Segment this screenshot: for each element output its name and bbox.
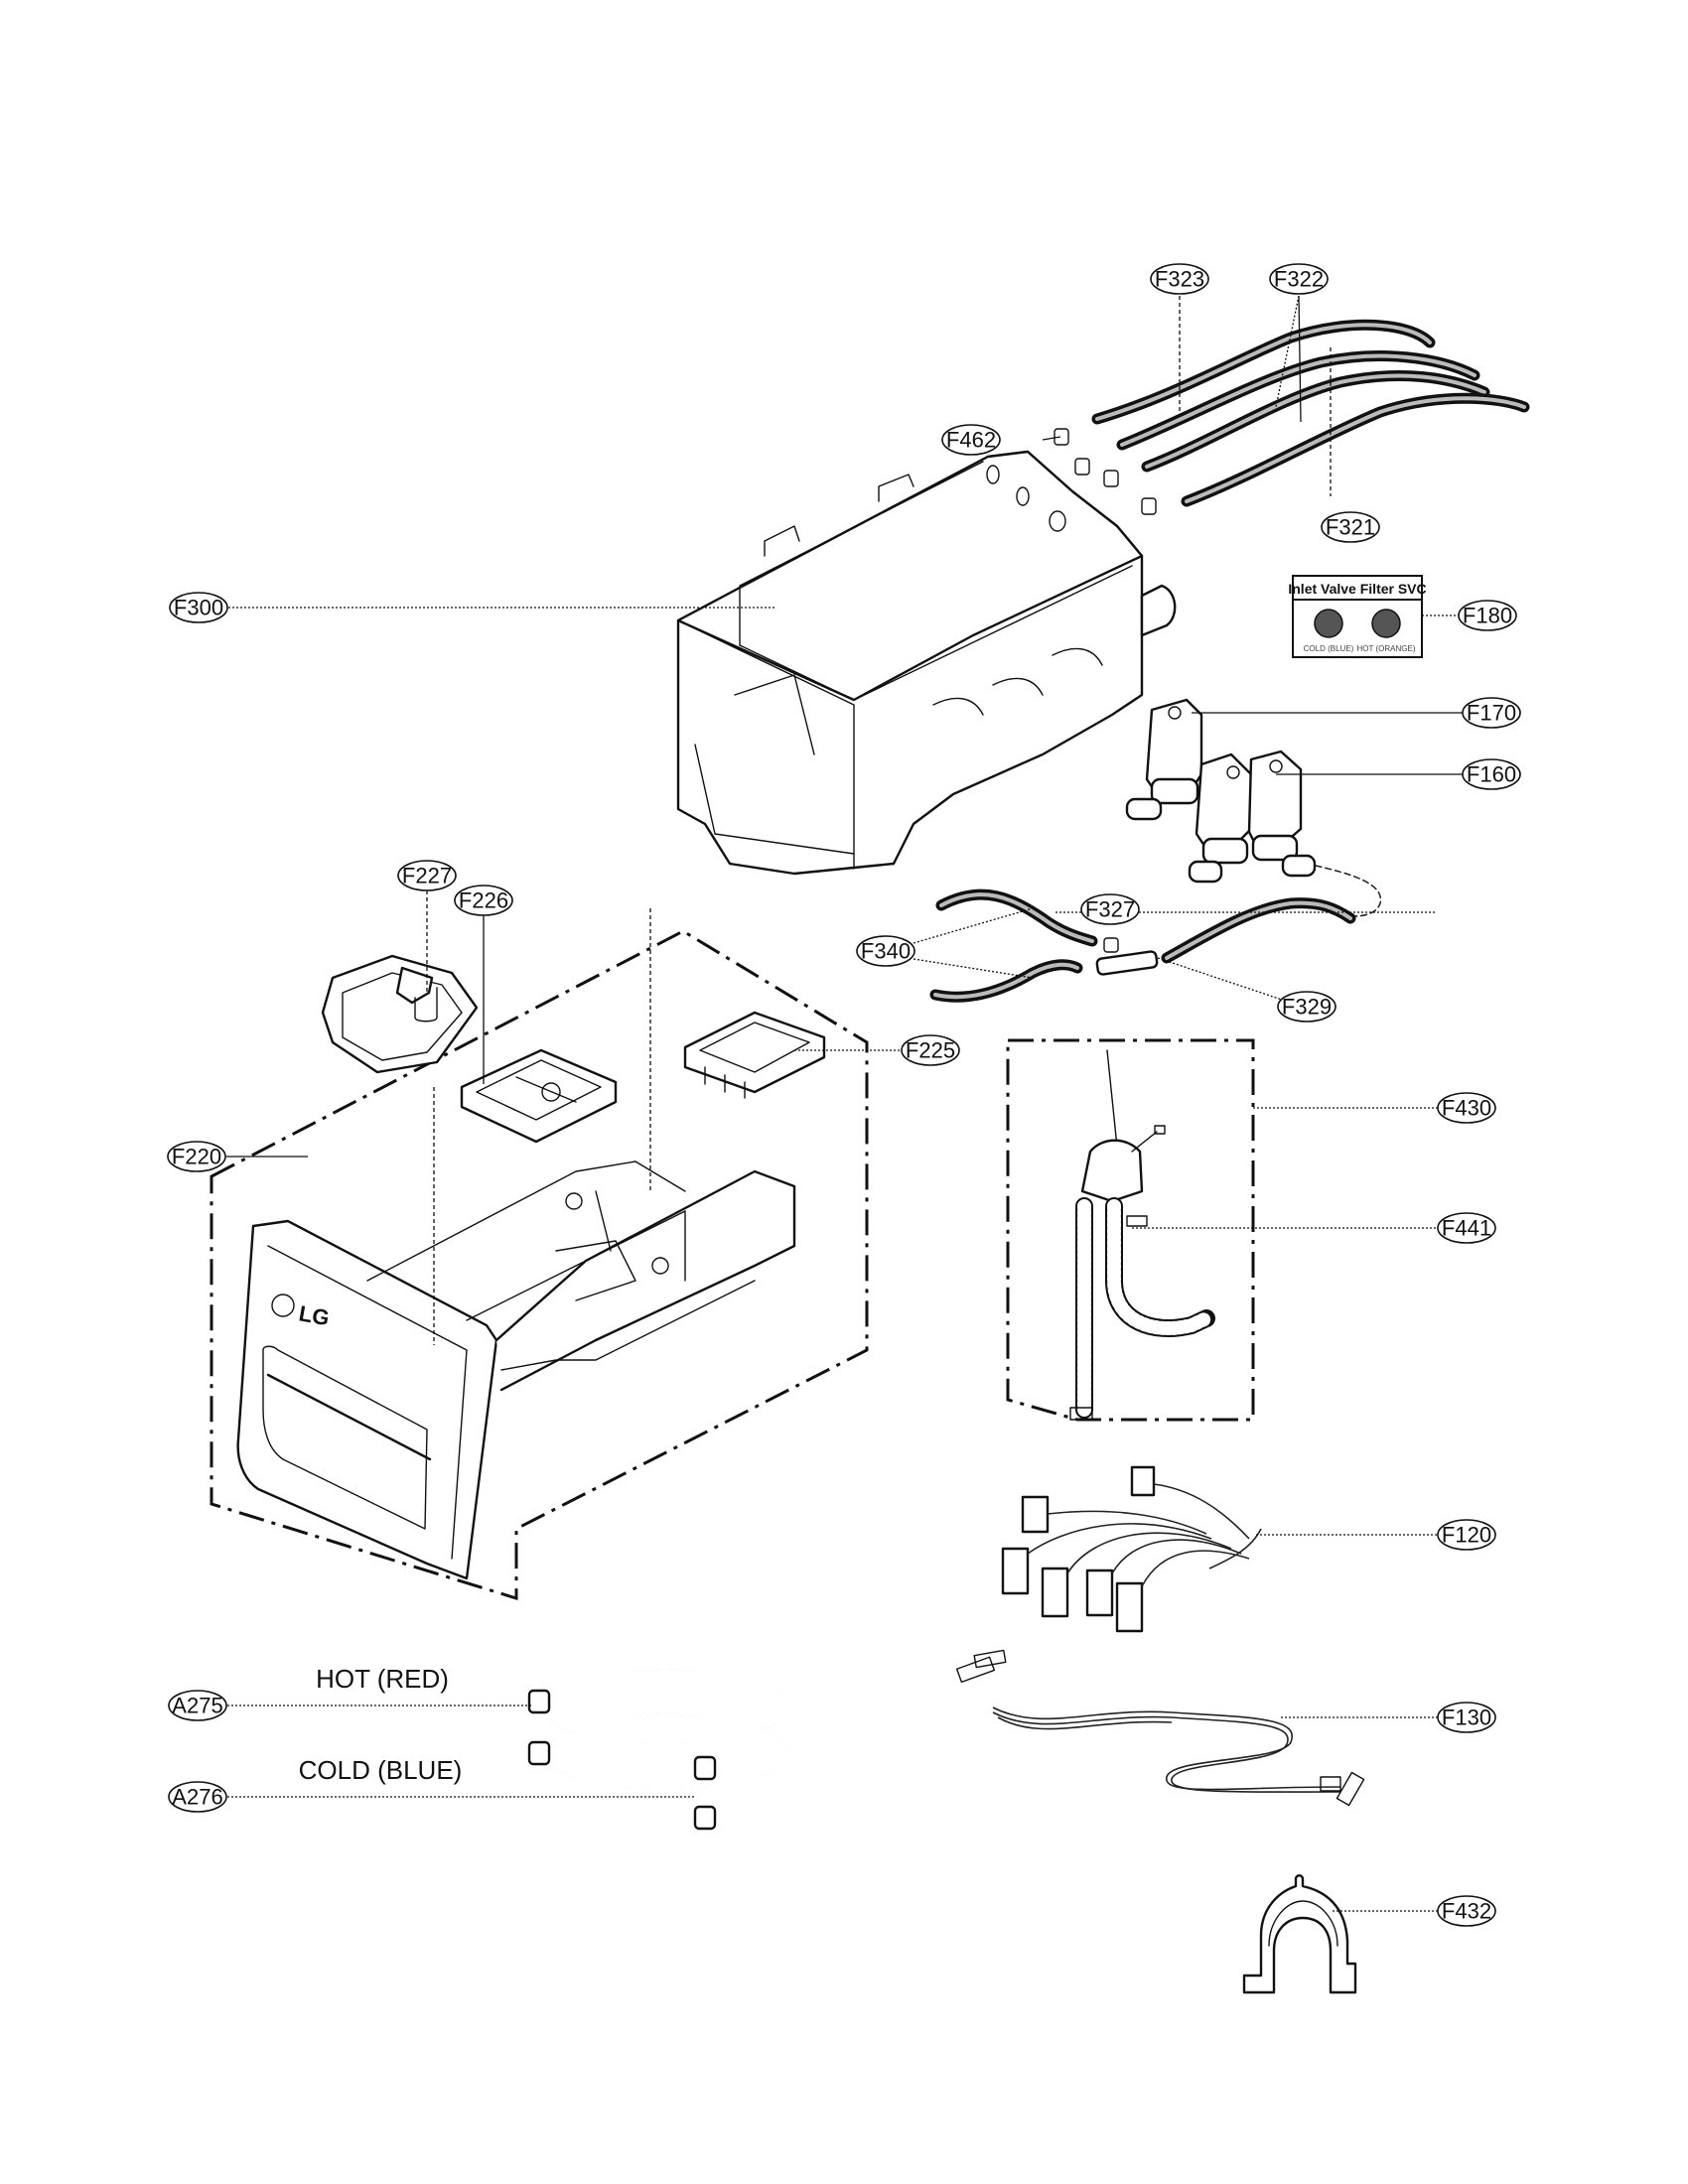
svg-text:F170: F170 bbox=[1467, 701, 1516, 726]
svg-text:F220: F220 bbox=[172, 1145, 221, 1169]
callout-F323[interactable]: F323 bbox=[1150, 263, 1209, 295]
callout-F225[interactable]: F225 bbox=[901, 1034, 960, 1066]
callout-F120[interactable]: F120 bbox=[1437, 1519, 1496, 1551]
svg-text:F321: F321 bbox=[1326, 515, 1375, 540]
drain-hose-group-outline bbox=[1006, 1038, 1255, 1422]
callout-A275[interactable]: A275 bbox=[168, 1690, 227, 1721]
svg-text:F327: F327 bbox=[1085, 897, 1135, 922]
callout-F130[interactable]: F130 bbox=[1437, 1702, 1496, 1733]
connector-hoses bbox=[929, 888, 1356, 1003]
brand-logo: LG bbox=[297, 1300, 331, 1330]
cold-filter-icon bbox=[1314, 609, 1343, 638]
drain-hose-assembly bbox=[1069, 1049, 1215, 1421]
svg-text:F300: F300 bbox=[174, 596, 223, 620]
callout-F170[interactable]: F170 bbox=[1462, 697, 1521, 729]
svg-text:F432: F432 bbox=[1442, 1899, 1491, 1924]
svg-text:F180: F180 bbox=[1463, 604, 1512, 628]
svg-text:F340: F340 bbox=[861, 939, 911, 964]
svg-text:F323: F323 bbox=[1155, 267, 1204, 292]
callout-F226[interactable]: F226 bbox=[454, 885, 513, 916]
svg-text:F322: F322 bbox=[1274, 267, 1324, 292]
inlet-hoses bbox=[1091, 319, 1530, 507]
filter-cold-label: COLD (BLUE) bbox=[1304, 644, 1354, 653]
svg-text:A275: A275 bbox=[172, 1694, 222, 1718]
inlet-valve-filter-box: Inlet Valve Filter SVC COLD (BLUE) HOT (… bbox=[1288, 575, 1427, 658]
siphon-cap bbox=[321, 954, 479, 1074]
callout-F220[interactable]: F220 bbox=[167, 1141, 226, 1172]
callout-F180[interactable]: F180 bbox=[1458, 600, 1517, 631]
svg-text:F225: F225 bbox=[906, 1038, 955, 1063]
svg-text:F462: F462 bbox=[946, 428, 996, 453]
supply-hoses bbox=[527, 1669, 790, 1831]
wire-harness-f130 bbox=[955, 1649, 1365, 1807]
svg-text:F226: F226 bbox=[459, 888, 508, 913]
hose-clamps bbox=[1054, 428, 1157, 515]
callout-F441[interactable]: F441 bbox=[1437, 1212, 1496, 1244]
callout-F462[interactable]: F462 bbox=[941, 424, 1001, 456]
svg-text:F430: F430 bbox=[1442, 1096, 1491, 1121]
dispenser-drawer: LG bbox=[236, 1160, 796, 1580]
callout-F327[interactable]: F327 bbox=[1080, 893, 1140, 925]
leader-lines bbox=[226, 295, 1467, 1912]
cold-hose-label: COLD (BLUE) bbox=[299, 1755, 463, 1785]
callout-A276[interactable]: A276 bbox=[168, 1781, 227, 1813]
detergent-cup bbox=[460, 1048, 618, 1144]
svg-text:F130: F130 bbox=[1442, 1706, 1491, 1730]
svg-text:F227: F227 bbox=[402, 864, 452, 888]
filter-box-title: Inlet Valve Filter SVC bbox=[1288, 581, 1426, 597]
inlet-valves bbox=[1125, 698, 1382, 917]
callout-F322[interactable]: F322 bbox=[1269, 263, 1329, 295]
softener-cup bbox=[683, 1011, 826, 1099]
svg-text:F120: F120 bbox=[1442, 1523, 1491, 1548]
callout-F160[interactable]: F160 bbox=[1462, 758, 1521, 790]
svg-text:F441: F441 bbox=[1442, 1216, 1491, 1241]
callout-F432[interactable]: F432 bbox=[1437, 1895, 1496, 1927]
callout-F300[interactable]: F300 bbox=[169, 592, 228, 623]
hot-filter-icon bbox=[1371, 609, 1401, 638]
hose-guide bbox=[1242, 1874, 1357, 1994]
callout-F321[interactable]: F321 bbox=[1321, 511, 1380, 543]
svg-text:F160: F160 bbox=[1467, 762, 1516, 787]
callout-F227[interactable]: F227 bbox=[397, 860, 457, 891]
filter-hot-label: HOT (ORANGE) bbox=[1357, 644, 1416, 653]
lg-logo-icon bbox=[271, 1294, 295, 1317]
wire-harness-f120 bbox=[1001, 1465, 1262, 1633]
svg-text:F329: F329 bbox=[1282, 995, 1332, 1020]
callout-F430[interactable]: F430 bbox=[1437, 1092, 1496, 1124]
svg-text:A276: A276 bbox=[172, 1785, 222, 1810]
dispenser-housing bbox=[676, 450, 1177, 876]
callout-F340[interactable]: F340 bbox=[856, 935, 915, 967]
hot-hose-label: HOT (RED) bbox=[316, 1664, 449, 1694]
drawer-group-outline bbox=[210, 929, 869, 1601]
callout-F329[interactable]: F329 bbox=[1277, 991, 1336, 1023]
